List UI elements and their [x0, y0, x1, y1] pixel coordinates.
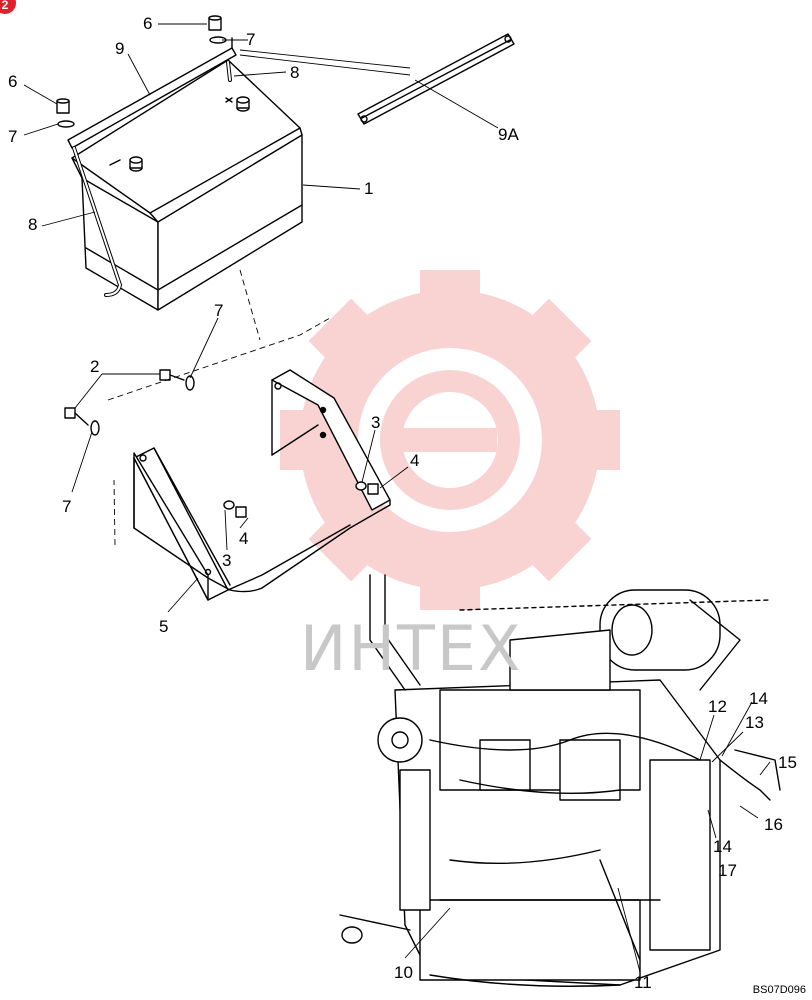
callout-5: 5 — [159, 617, 169, 636]
callout-11: 11 — [634, 973, 652, 992]
callout-8-left: 8 — [28, 215, 38, 234]
page-badge: 2 — [0, 0, 16, 14]
battery-tray — [133, 369, 391, 601]
callout-3-left: 3 — [222, 551, 232, 570]
tray-hardware — [64, 369, 379, 518]
callout-17: 17 — [718, 861, 737, 880]
callout-6-left: 6 — [8, 72, 18, 91]
callout-6-top-right: 6 — [143, 14, 153, 33]
battery — [71, 59, 303, 311]
callout-12: 12 — [708, 697, 727, 716]
j-bolt-rods — [72, 60, 232, 297]
callout-13: 13 — [745, 713, 764, 732]
callout-7-top-right: 7 — [246, 30, 256, 49]
callout-14-bottom: 14 — [713, 837, 732, 856]
engine-assembly — [339, 574, 781, 987]
gear-tooth — [570, 410, 620, 470]
callout-10: 10 — [394, 963, 413, 982]
alternate-hold-down-bar — [357, 33, 515, 125]
gear-tooth — [420, 270, 480, 320]
callout-1: 1 — [364, 179, 374, 198]
leader-lines — [23, 23, 771, 973]
gear-tooth — [513, 503, 592, 582]
watermark-text: ИНТЕХ — [300, 612, 523, 685]
gear-tooth — [280, 410, 330, 470]
callout-7-tray-left: 7 — [62, 497, 72, 516]
callout-15: 15 — [778, 753, 797, 772]
gear-tooth — [420, 560, 480, 610]
gear-tooth — [308, 503, 387, 582]
gear-tooth — [513, 298, 592, 377]
callout-16: 16 — [764, 815, 783, 834]
callout-8-top: 8 — [290, 63, 300, 82]
callout-4-right: 4 — [410, 451, 420, 470]
callout-7-left: 7 — [8, 127, 18, 146]
gear-tooth — [308, 298, 387, 377]
callout-4-left: 4 — [239, 529, 249, 548]
callout-3-right: 3 — [371, 413, 381, 432]
callout-14-top: 14 — [749, 689, 768, 708]
callout-9a: 9A — [498, 125, 519, 144]
callout-9: 9 — [115, 39, 125, 58]
watermark-gear-icon — [280, 270, 620, 610]
callout-2: 2 — [90, 357, 100, 376]
drawing-code: BS07D096 — [752, 984, 806, 996]
callout-7-tray-top: 7 — [214, 301, 224, 320]
